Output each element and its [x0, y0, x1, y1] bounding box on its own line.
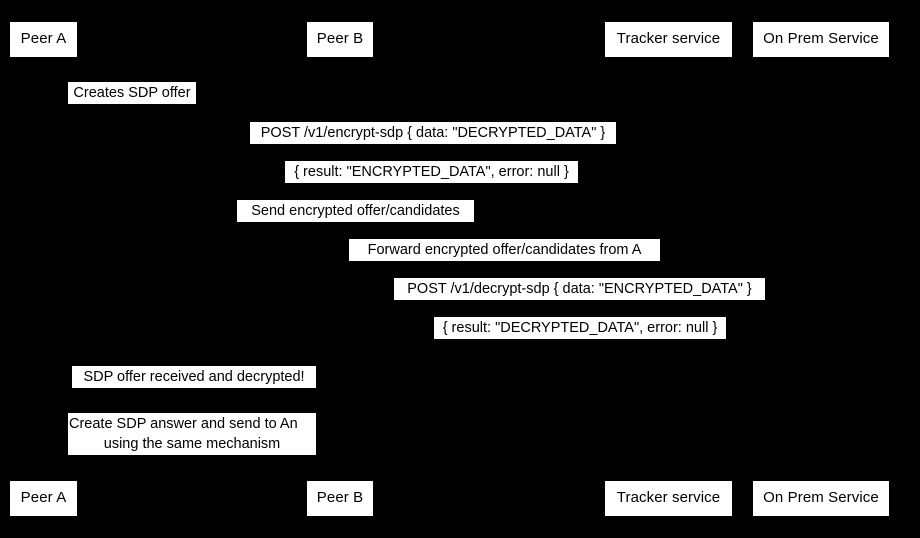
message-text-decrypt-sdp-result: { result: "DECRYPTED_DATA", error: null … [442, 319, 718, 336]
actor-label-on-prem-service-bottom: On Prem Service [763, 489, 879, 507]
actor-box-peer-a-bottom[interactable]: Peer A [10, 481, 77, 516]
actor-box-peer-b-bottom[interactable]: Peer B [307, 481, 373, 516]
actor-label-tracker-service-bottom: Tracker service [616, 489, 721, 507]
actor-box-peer-b-top[interactable]: Peer B [307, 22, 373, 57]
message-create-sdp-answer: Create SDP answer and send to An using t… [68, 413, 316, 455]
message-send-encrypted-offer: Send encrypted offer/candidates [237, 200, 474, 222]
message-text-post-decrypt-sdp: POST /v1/decrypt-sdp { data: "ENCRYPTED_… [407, 280, 752, 297]
message-sdp-offer-received: SDP offer received and decrypted! [72, 366, 316, 388]
message-text-send-encrypted-offer: Send encrypted offer/candidates [251, 202, 460, 219]
actor-box-on-prem-service-top[interactable]: On Prem Service [753, 22, 889, 57]
message-post-decrypt-sdp: POST /v1/decrypt-sdp { data: "ENCRYPTED_… [394, 278, 765, 300]
message-text-sdp-offer-received: SDP offer received and decrypted! [83, 368, 305, 385]
actor-label-on-prem-service-top: On Prem Service [763, 30, 879, 48]
message-encrypt-sdp-result: { result: "ENCRYPTED_DATA", error: null … [285, 161, 578, 183]
message-creates-sdp-offer: Creates SDP offer [68, 82, 196, 104]
actor-label-peer-b-top: Peer B [316, 30, 364, 48]
actor-label-peer-a-top: Peer A [20, 30, 67, 48]
message-text-forward-encrypted-offer: Forward encrypted offer/candidates from … [367, 241, 642, 258]
message-decrypt-sdp-result: { result: "DECRYPTED_DATA", error: null … [434, 317, 726, 339]
message-forward-encrypted-offer: Forward encrypted offer/candidates from … [349, 239, 660, 261]
actor-box-tracker-service-bottom[interactable]: Tracker service [605, 481, 732, 516]
actor-label-tracker-service-top: Tracker service [616, 30, 721, 48]
message-text-post-encrypt-sdp: POST /v1/encrypt-sdp { data: "DECRYPTED_… [260, 124, 606, 141]
message-post-encrypt-sdp: POST /v1/encrypt-sdp { data: "DECRYPTED_… [250, 122, 616, 144]
actor-box-on-prem-service-bottom[interactable]: On Prem Service [753, 481, 889, 516]
message-text-create-sdp-answer-line1: Create SDP answer and send to An [69, 416, 298, 432]
message-text-create-sdp-answer-line2: using the same mechanism [103, 436, 281, 452]
actor-box-peer-a-top[interactable]: Peer A [10, 22, 77, 57]
message-text-creates-sdp-offer: Creates SDP offer [73, 84, 191, 101]
actor-label-peer-b-bottom: Peer B [316, 489, 364, 507]
actor-box-tracker-service-top[interactable]: Tracker service [605, 22, 732, 57]
actor-label-peer-a-bottom: Peer A [20, 489, 67, 507]
message-text-encrypt-sdp-result: { result: "ENCRYPTED_DATA", error: null … [294, 163, 569, 180]
